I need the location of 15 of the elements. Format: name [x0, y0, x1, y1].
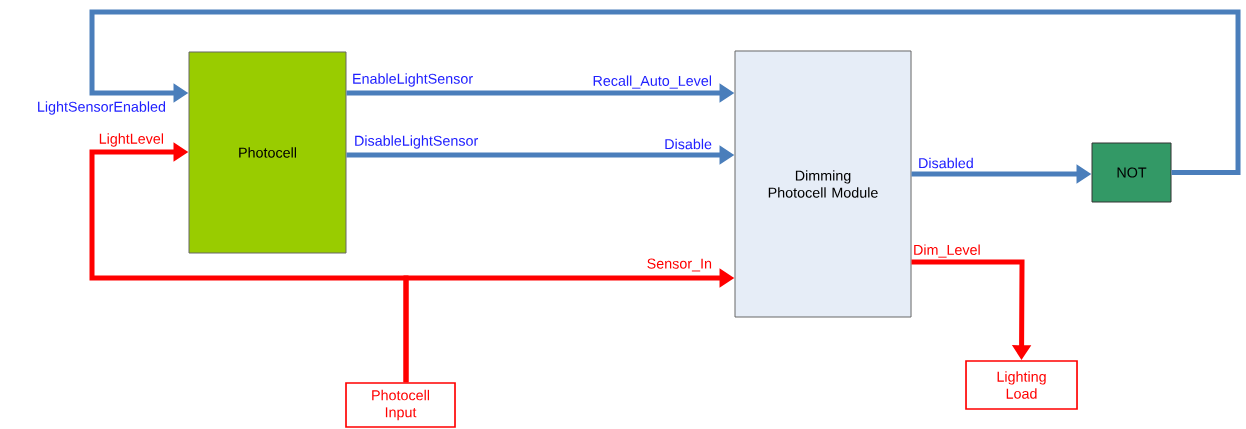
module-box: Dimming Photocell Module [734, 50, 912, 318]
port-label: LightSensorEnabled [38, 101, 166, 115]
port-label: DisableLightSensor [355, 135, 479, 149]
photocell-box: Photocell [188, 51, 347, 254]
port-label: Sensor_In [647, 258, 712, 272]
not-gate-box: NOT [1091, 142, 1172, 203]
port-label: EnableLightSensor [353, 73, 473, 87]
port-label: Disable [665, 138, 712, 150]
port-label: Disabled [919, 157, 973, 169]
arrow [89, 9, 1241, 175]
port-label: LightLevel [99, 133, 164, 147]
output-box: Lighting Load [965, 360, 1078, 410]
port-label: Dim_Level [914, 244, 980, 258]
port-label: Recall_Auto_Level [593, 75, 712, 89]
input-box: Photocell Input [345, 382, 456, 428]
